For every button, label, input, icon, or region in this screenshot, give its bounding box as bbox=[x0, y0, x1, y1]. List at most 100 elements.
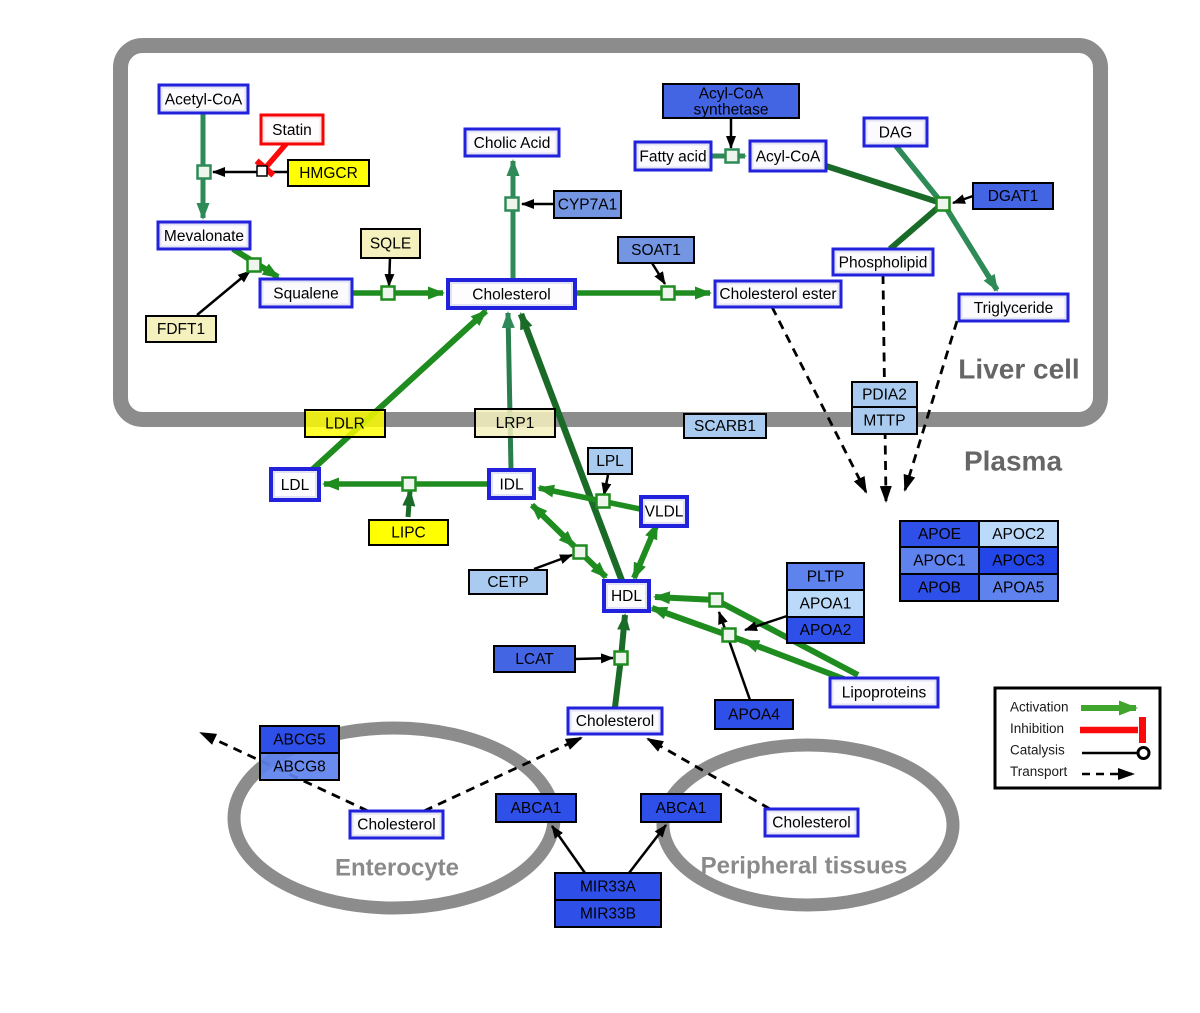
edge-lipc-node bbox=[402, 489, 416, 518]
svg-text:ABCA1: ABCA1 bbox=[511, 800, 562, 817]
node-vldl[interactable]: VLDL bbox=[639, 495, 689, 528]
node-scarb1[interactable]: SCARB1 bbox=[683, 413, 767, 439]
catalysis-fdft1 bbox=[196, 270, 251, 316]
catalysis-lpl bbox=[601, 474, 612, 496]
svg-text:PLTP: PLTP bbox=[807, 569, 845, 586]
node-mir33a[interactable]: MIR33A bbox=[554, 872, 662, 901]
node-apoc2[interactable]: APOC2 bbox=[978, 520, 1059, 548]
node-lpl[interactable]: LPL bbox=[587, 447, 633, 475]
node-acetyl-coa[interactable]: Acetyl-CoA bbox=[157, 83, 250, 115]
node-mir33b[interactable]: MIR33B bbox=[554, 899, 662, 928]
svg-text:APOA1: APOA1 bbox=[800, 596, 852, 613]
node-apob[interactable]: APOB bbox=[899, 573, 980, 602]
catalysis-edges bbox=[196, 118, 974, 874]
node-cholesterol-enterocyte[interactable]: Cholesterol bbox=[348, 809, 445, 840]
node-apoa4[interactable]: APOA4 bbox=[714, 699, 794, 730]
edge-dag-dgatnode bbox=[893, 144, 944, 204]
svg-text:FDFT1: FDFT1 bbox=[157, 321, 205, 338]
node-abca1-peripheral[interactable]: ABCA1 bbox=[640, 793, 722, 823]
edge-idl-cetpnode bbox=[529, 502, 577, 549]
catalysis-cetp bbox=[533, 553, 573, 571]
node-fdft1[interactable]: FDFT1 bbox=[145, 315, 217, 343]
transport-cholesterol-enterocyte-plasma bbox=[423, 736, 583, 813]
edge-phospholipid-dgatnode bbox=[888, 202, 943, 252]
edge-dgatnode-triglyceride bbox=[942, 204, 1000, 292]
svg-text:Cholesterol ester: Cholesterol ester bbox=[719, 286, 836, 303]
svg-text:LDLR: LDLR bbox=[325, 416, 365, 433]
svg-text:APOA2: APOA2 bbox=[800, 622, 852, 639]
node-apoc1[interactable]: APOC1 bbox=[899, 546, 980, 575]
svg-text:Cholesterol: Cholesterol bbox=[357, 817, 435, 834]
node-mttp[interactable]: MTTP bbox=[851, 406, 918, 435]
node-lipc[interactable]: LIPC bbox=[368, 519, 449, 546]
edge-cholesterolplasma-lcatnode bbox=[612, 657, 624, 708]
node-hdl[interactable]: HDL bbox=[602, 579, 651, 613]
node-cholesterol-peripheral[interactable]: Cholesterol bbox=[763, 807, 860, 838]
svg-text:SCARB1: SCARB1 bbox=[694, 418, 756, 435]
legend-transport-label: Transport bbox=[1010, 764, 1068, 779]
node-soat1[interactable]: SOAT1 bbox=[617, 236, 695, 264]
catalysis-apoa1 bbox=[744, 614, 788, 632]
node-apoc3[interactable]: APOC3 bbox=[978, 546, 1059, 575]
node-apoe[interactable]: APOE bbox=[899, 520, 980, 548]
node-mevalonate[interactable]: Mevalonate bbox=[156, 220, 252, 251]
svg-text:VLDL: VLDL bbox=[645, 504, 684, 521]
node-apoa5[interactable]: APOA5 bbox=[978, 573, 1059, 602]
node-cyp7a1[interactable]: CYP7A1 bbox=[553, 190, 622, 219]
node-ldlr[interactable]: LDLR bbox=[304, 409, 386, 438]
svg-text:HDL: HDL bbox=[611, 588, 642, 605]
svg-text:PDIA2: PDIA2 bbox=[862, 387, 907, 404]
svg-text:DAG: DAG bbox=[879, 125, 913, 142]
svg-text:Statin: Statin bbox=[272, 122, 312, 139]
svg-text:SOAT1: SOAT1 bbox=[631, 242, 681, 259]
node-cetp[interactable]: CETP bbox=[468, 569, 548, 595]
node-squalene[interactable]: Squalene bbox=[258, 277, 354, 309]
node-statin[interactable]: Statin bbox=[259, 113, 325, 146]
svg-text:MIR33B: MIR33B bbox=[580, 906, 636, 923]
node-dgat1[interactable]: DGAT1 bbox=[972, 182, 1054, 210]
edge-node1-hdl bbox=[653, 591, 717, 605]
svg-text:HMGCR: HMGCR bbox=[299, 165, 358, 182]
node-abca1-enterocyte[interactable]: ABCA1 bbox=[495, 793, 577, 823]
node-lcat[interactable]: LCAT bbox=[493, 645, 576, 673]
node-hmgcr[interactable]: HMGCR bbox=[287, 159, 370, 187]
svg-text:APOC3: APOC3 bbox=[992, 553, 1045, 570]
node-sqle[interactable]: SQLE bbox=[360, 228, 421, 259]
node-cholesterol-plasma[interactable]: Cholesterol bbox=[566, 706, 664, 736]
node-abcg5[interactable]: ABCG5 bbox=[259, 725, 340, 754]
compartment-liver-cell bbox=[113, 38, 1108, 427]
node-abcg8[interactable]: ABCG8 bbox=[259, 752, 340, 781]
node-phospholipid[interactable]: Phospholipid bbox=[831, 247, 935, 277]
svg-text:Cholesterol: Cholesterol bbox=[472, 287, 550, 304]
reaction-nodes bbox=[196, 148, 951, 666]
node-cholesterol-liver[interactable]: Cholesterol bbox=[446, 278, 577, 310]
node-ldl[interactable]: LDL bbox=[269, 467, 321, 502]
node-pdia2[interactable]: PDIA2 bbox=[851, 381, 918, 408]
node-cholesterol-ester[interactable]: Cholesterol ester bbox=[713, 279, 843, 309]
catalysis-anchor-square bbox=[256, 165, 268, 177]
svg-text:Acetyl-CoA: Acetyl-CoA bbox=[165, 92, 243, 109]
node-idl[interactable]: IDL bbox=[487, 468, 536, 500]
svg-text:LCAT: LCAT bbox=[515, 651, 554, 668]
node-triglyceride[interactable]: Triglyceride bbox=[957, 292, 1070, 323]
node-dag[interactable]: DAG bbox=[862, 116, 929, 148]
metabolite-nodes: Acetyl-CoA Statin Mevalonate Squalene Ch… bbox=[156, 83, 1070, 840]
svg-text:APOE: APOE bbox=[918, 526, 961, 543]
node-apoa2[interactable]: APOA2 bbox=[786, 616, 865, 644]
node-lrp1[interactable]: LRP1 bbox=[474, 408, 556, 438]
plasma-label: Plasma bbox=[964, 446, 1062, 477]
node-apoa1[interactable]: APOA1 bbox=[786, 589, 865, 618]
svg-text:Phospholipid: Phospholipid bbox=[839, 255, 928, 272]
svg-text:SQLE: SQLE bbox=[370, 236, 411, 253]
node-acyl-coa-synthetase[interactable]: Acyl-CoA synthetase bbox=[662, 83, 800, 119]
node-lipoproteins[interactable]: Lipoproteins bbox=[828, 676, 940, 709]
svg-text:IDL: IDL bbox=[499, 477, 524, 494]
node-fatty-acid[interactable]: Fatty acid bbox=[633, 140, 713, 172]
node-pltp[interactable]: PLTP bbox=[786, 562, 865, 591]
legend: Activation Inhibition Catalysis Transpor… bbox=[993, 686, 1162, 790]
peripheral-tissues-label: Peripheral tissues bbox=[701, 853, 908, 880]
node-cholic-acid[interactable]: Cholic Acid bbox=[463, 127, 561, 158]
node-acyl-coa[interactable]: Acyl-CoA bbox=[748, 139, 828, 173]
svg-text:Squalene: Squalene bbox=[273, 286, 339, 303]
